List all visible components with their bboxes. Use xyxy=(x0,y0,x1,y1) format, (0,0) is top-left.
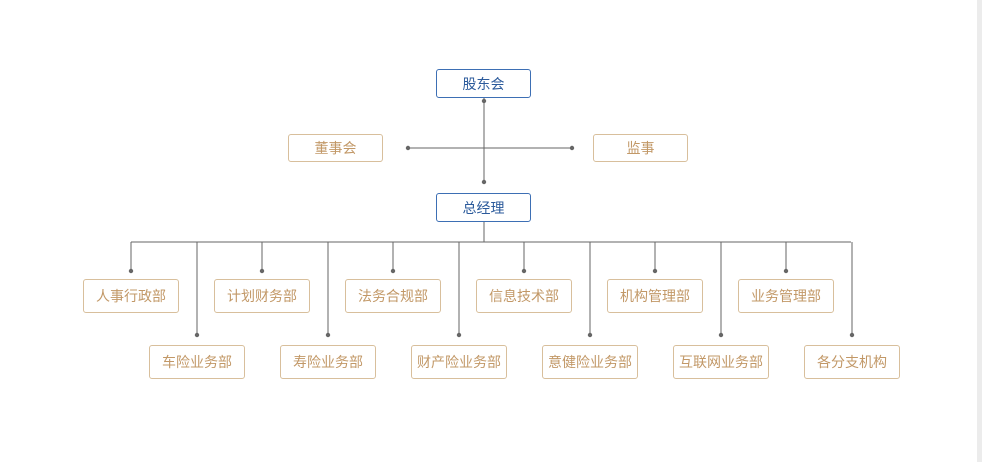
node-shareholders: 股东会 xyxy=(436,69,531,98)
dept-auto-insurance: 车险业务部 xyxy=(149,345,245,379)
dept-branches: 各分支机构 xyxy=(804,345,900,379)
dept-internet-business: 互联网业务部 xyxy=(673,345,769,379)
node-general-manager: 总经理 xyxy=(436,193,531,222)
dept-institution-mgmt: 机构管理部 xyxy=(607,279,703,313)
dept-planning-finance: 计划财务部 xyxy=(214,279,310,313)
dept-accident-health: 意健险业务部 xyxy=(542,345,638,379)
dept-business-mgmt: 业务管理部 xyxy=(738,279,834,313)
dept-hr-admin: 人事行政部 xyxy=(83,279,179,313)
dept-it: 信息技术部 xyxy=(476,279,572,313)
node-supervisor: 监事 xyxy=(593,134,688,162)
scrollbar-edge[interactable] xyxy=(977,0,982,462)
dept-life-insurance: 寿险业务部 xyxy=(280,345,376,379)
node-board: 董事会 xyxy=(288,134,383,162)
dept-legal-compliance: 法务合规部 xyxy=(345,279,441,313)
dept-property-insurance: 财产险业务部 xyxy=(411,345,507,379)
